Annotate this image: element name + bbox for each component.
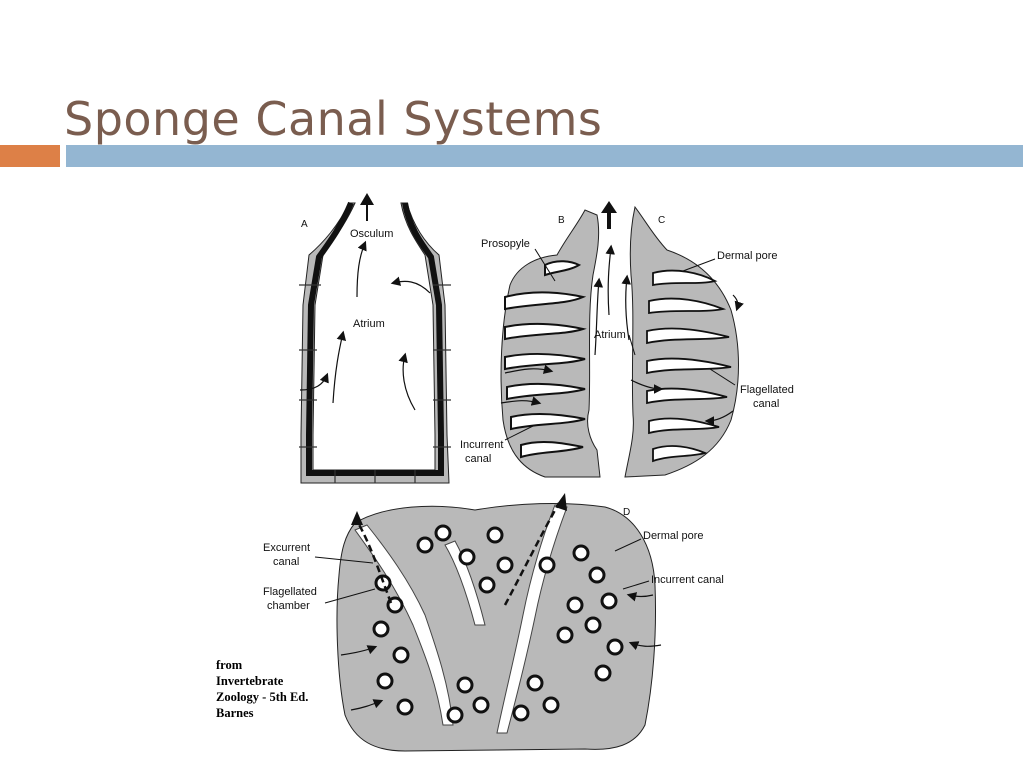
panel-label-b: B xyxy=(558,215,565,226)
label-dermal-pore-d: Dermal pore xyxy=(643,530,704,542)
panel-label-d: D xyxy=(623,507,630,518)
credit-line: Invertebrate xyxy=(216,674,284,688)
figure-credit: from Invertebrate Zoology - 5th Ed. Barn… xyxy=(214,656,311,722)
panel-bc-syconoid: B C xyxy=(460,201,794,478)
label-prosopyle: Prosopyle xyxy=(481,238,530,250)
credit-line: Barnes xyxy=(216,706,254,720)
label-flagellated-canal-1: Flagellated xyxy=(740,384,794,396)
label-incurrent-canal-d: Incurrent canal xyxy=(651,574,724,586)
label-excurrent-canal-1: Excurrent xyxy=(263,542,310,554)
label-flagellated-canal-2: canal xyxy=(753,398,779,410)
label-dermal-pore-c: Dermal pore xyxy=(717,250,778,262)
label-atrium-bc: Atrium xyxy=(594,329,626,341)
label-excurrent-canal-2: canal xyxy=(273,556,299,568)
label-atrium-a: Atrium xyxy=(353,318,385,330)
title-rule-bar xyxy=(66,145,1023,167)
slide-title: Sponge Canal Systems xyxy=(64,92,603,146)
panel-a-asconoid: A Osculum Atrium xyxy=(299,193,451,484)
panel-label-a: A xyxy=(301,219,308,230)
label-osculum: Osculum xyxy=(350,228,393,240)
title-accent-bar xyxy=(0,145,60,167)
canal-systems-figure: A Osculum Atrium B C xyxy=(205,185,825,763)
panel-label-c: C xyxy=(658,215,665,226)
label-incurrent-canal-1: Incurrent xyxy=(460,439,503,451)
panel-d-leuconoid: D xyxy=(263,493,724,752)
label-incurrent-canal-2: canal xyxy=(465,453,491,465)
label-flagellated-chamber-1: Flagellated xyxy=(263,586,317,598)
credit-line: from xyxy=(216,658,243,672)
canal-systems-diagram: A Osculum Atrium B C xyxy=(263,193,794,752)
credit-line: Zoology - 5th Ed. xyxy=(216,690,309,704)
label-flagellated-chamber-2: chamber xyxy=(267,600,310,612)
